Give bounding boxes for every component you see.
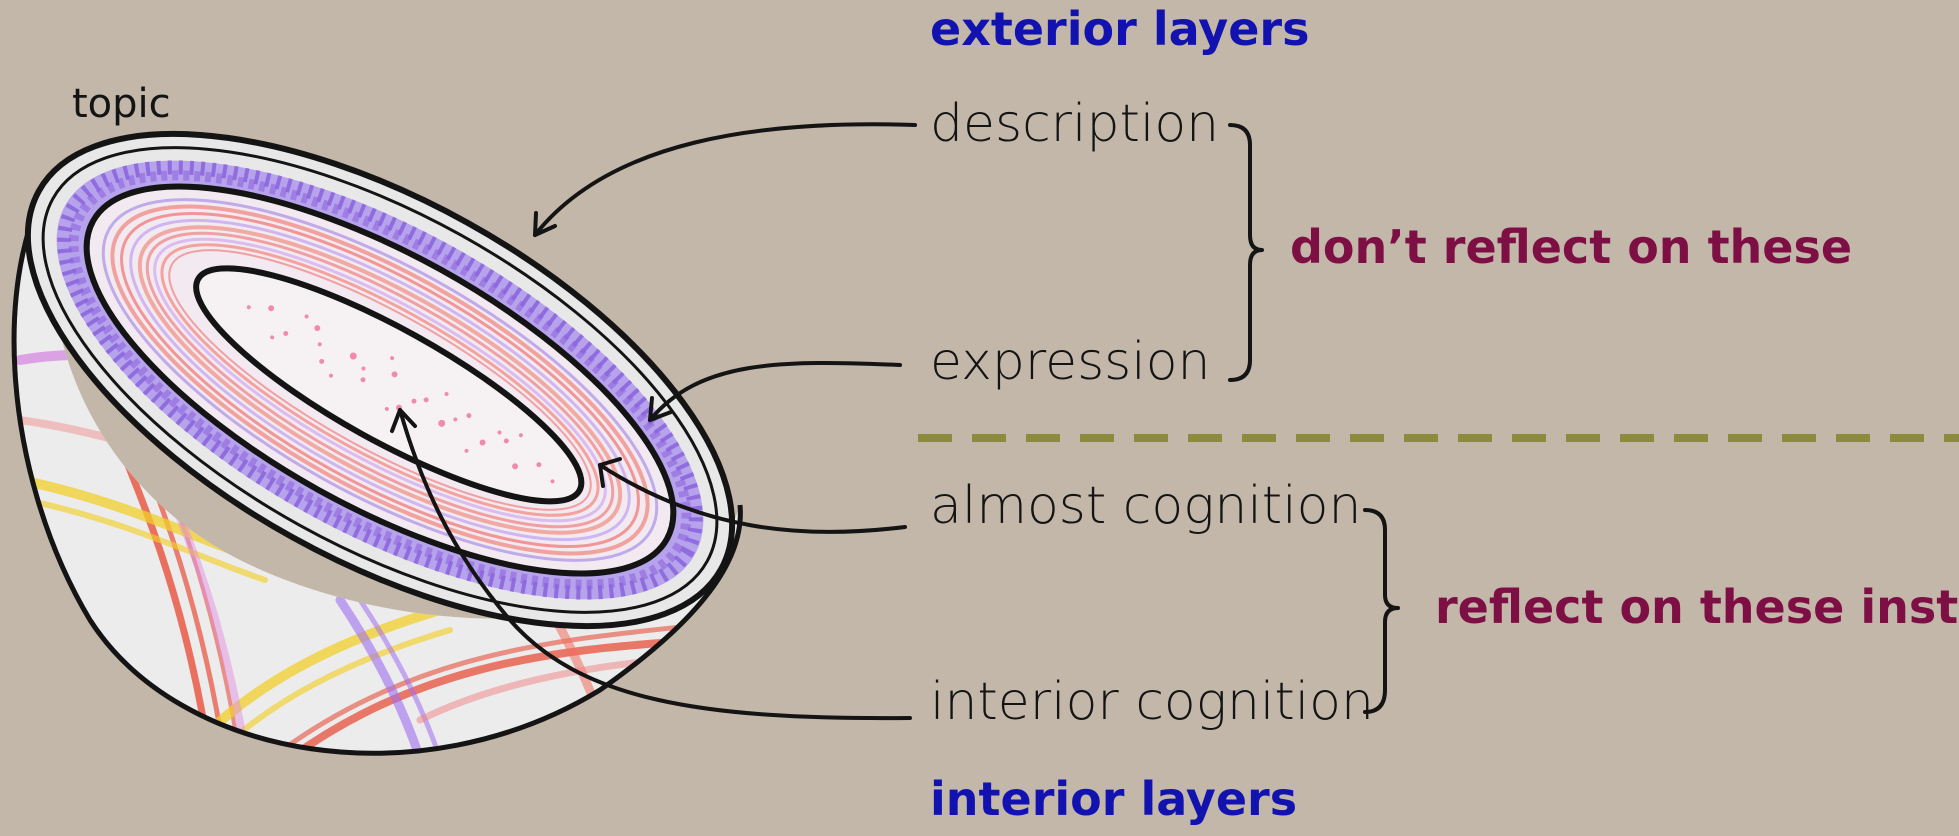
- arrow-description: [535, 124, 915, 235]
- almost-cognition-label: almost cognition: [930, 480, 1361, 532]
- exterior-layers-title: exterior layers: [930, 6, 1309, 52]
- brace-exterior: [1230, 125, 1262, 380]
- reflect-instead-note: reflect on these instead: [1435, 584, 1959, 630]
- description-label: description: [930, 98, 1219, 150]
- interior-cognition-label: interior cognition: [930, 676, 1374, 728]
- dont-reflect-note: don’t reflect on these: [1290, 224, 1852, 270]
- interior-layers-title: interior layers: [930, 776, 1297, 822]
- topic-label: topic: [72, 84, 171, 124]
- expression-label: expression: [930, 336, 1211, 388]
